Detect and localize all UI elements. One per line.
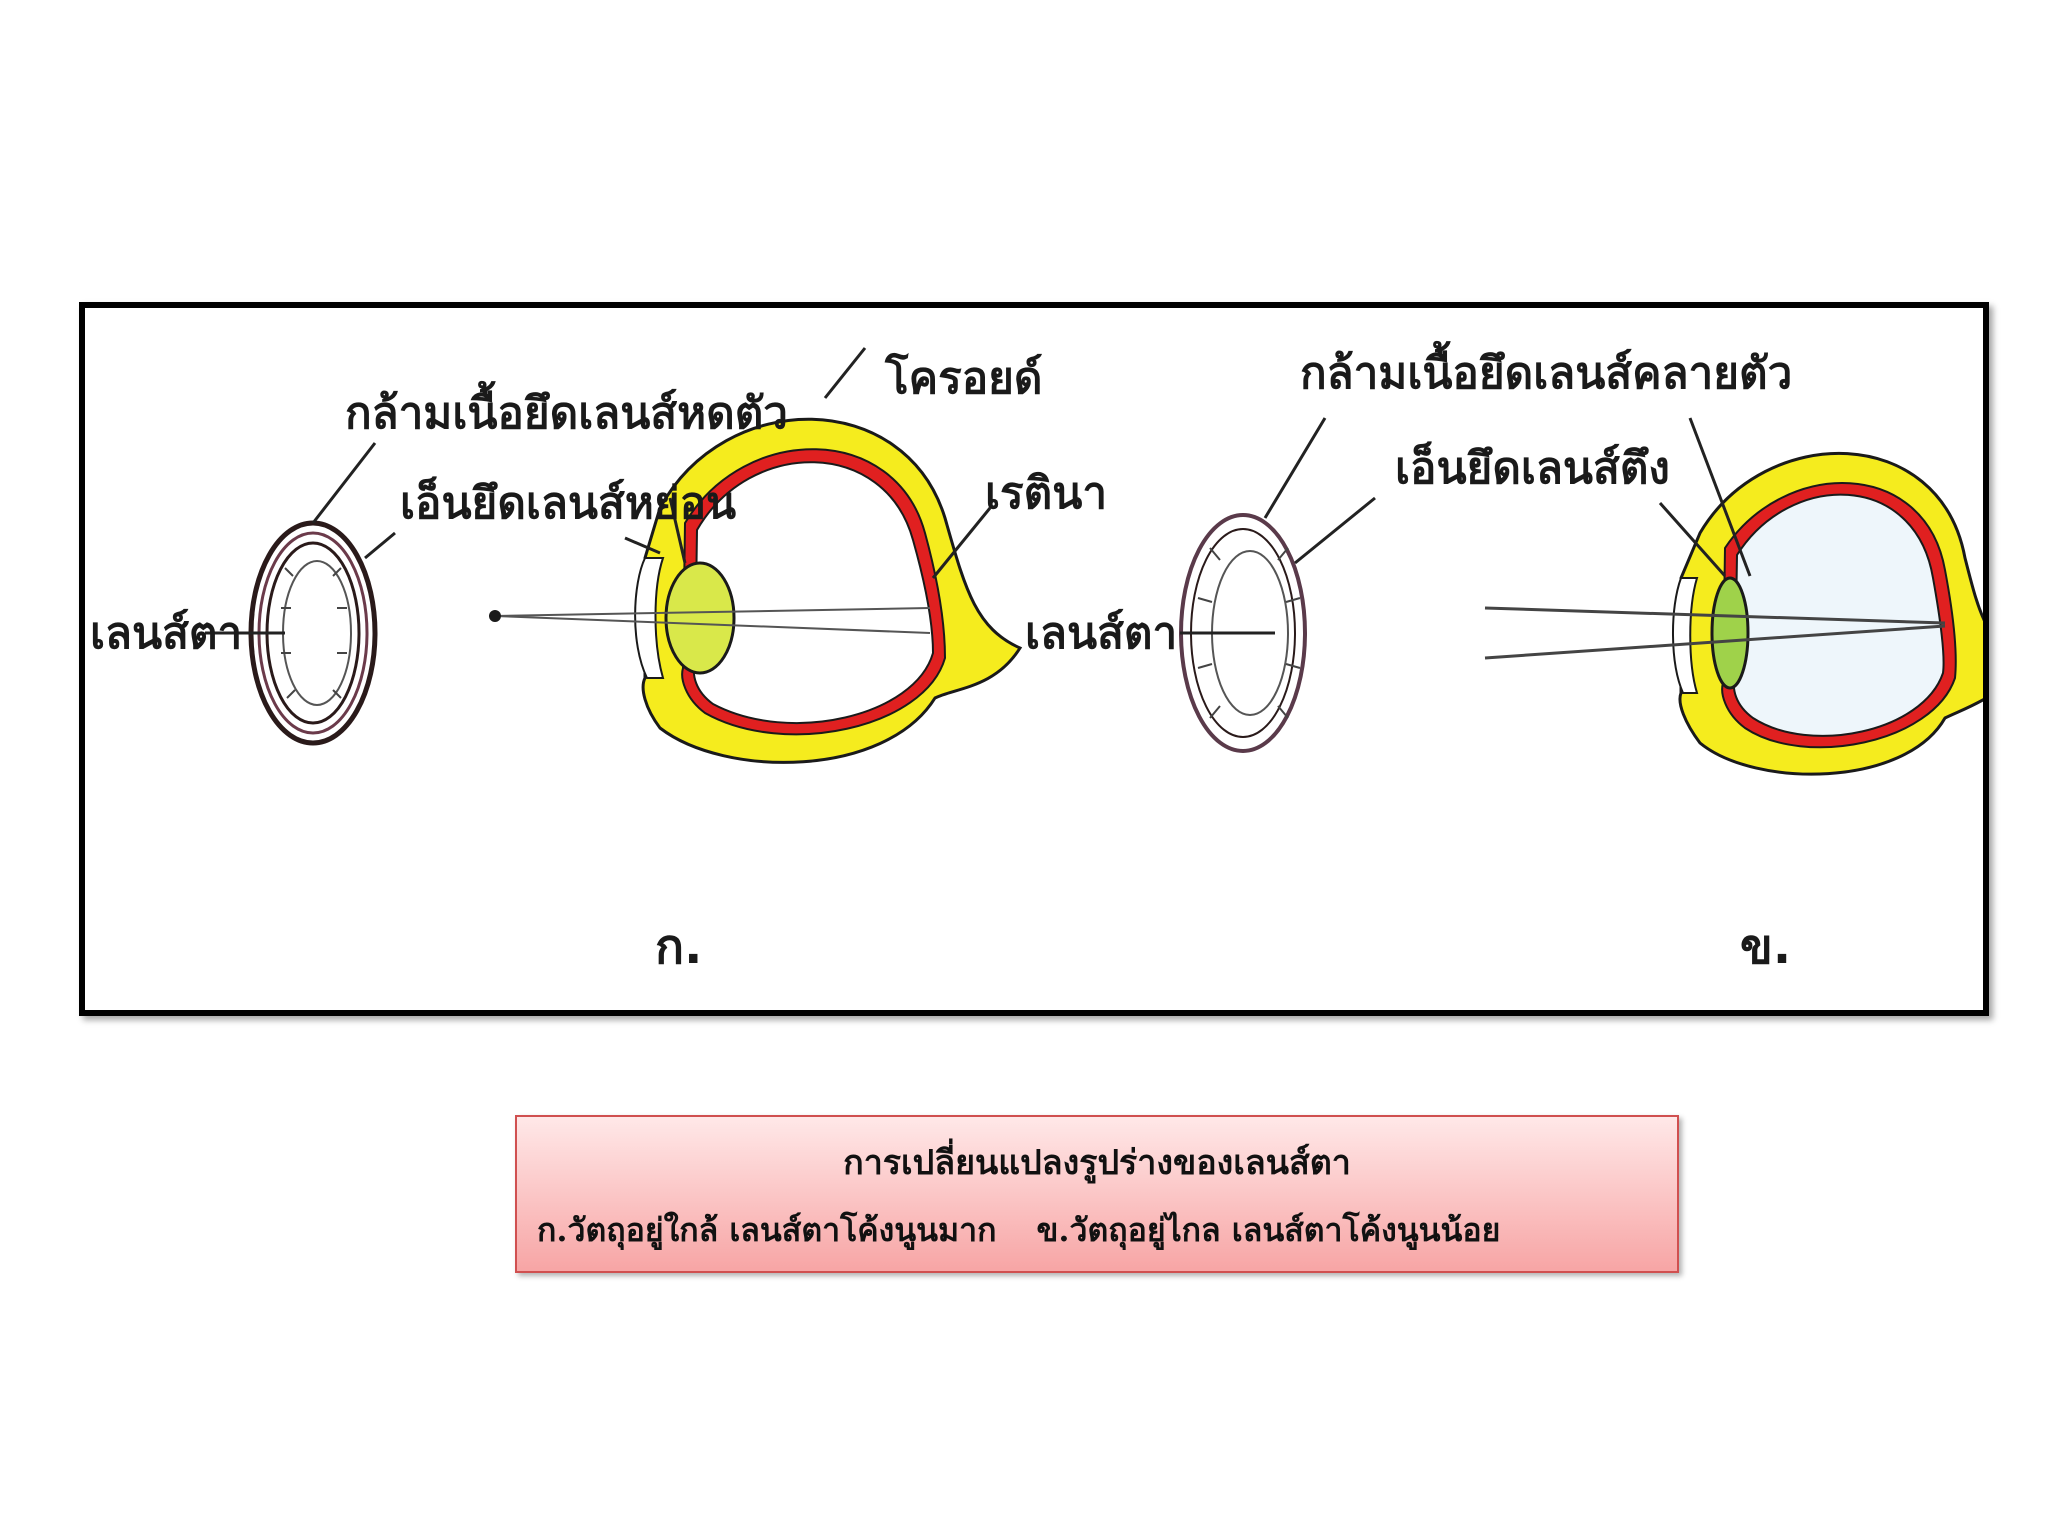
muscle-contract-label: กล้ามเนื้อยึดเลนส์หดตัว [345, 380, 788, 439]
lens-front-view-b [1179, 417, 1376, 753]
eye-side-view-a [489, 347, 1023, 764]
lens-front-view-a [205, 442, 396, 746]
muscle-relax-label: กล้ามเนื้อยึดเลนส์คลายตัว [1300, 340, 1792, 399]
caption-description: ก.วัตถุอยู่ใกล้ เลนส์ตาโค้งนูนมาก ข.วัตถุ… [537, 1205, 1657, 1256]
eye-lens-diagram: กล้ามเนื้อยึดเลนส์หดตัว เอ็นยึดเลนส์หย่อ… [90, 340, 1983, 975]
eye-side-view-b [1484, 417, 1983, 776]
lens-label-a: เลนส์ตา [90, 608, 242, 659]
lens-label-b: เลนส์ตา [1025, 608, 1177, 659]
panel-b-label: ข. [1740, 919, 1791, 975]
caption-title: การเปลี่ยนแปลงรูปร่างของเลนส์ตา [843, 1143, 1351, 1183]
caption-part-a: ก.วัตถุอยู่ใกล้ เลนส์ตาโค้งนูนมาก [537, 1211, 997, 1249]
caption-box: การเปลี่ยนแปลงรูปร่างของเลนส์ตา ก.วัตถุอ… [515, 1115, 1679, 1273]
panel-a-label: ก. [655, 919, 702, 975]
caption-part-b: ข.วัตถุอยู่ไกล เลนส์ตาโค้งนูนน้อย [1036, 1211, 1501, 1249]
ligament-taut-label: เอ็นยึดเลนส์ตึง [1395, 441, 1670, 494]
choroid-label: โครอยด์ [884, 351, 1042, 404]
retina-label: เรตินา [985, 468, 1107, 519]
diagram-frame: กล้ามเนื้อยึดเลนส์หดตัว เอ็นยึดเลนส์หย่อ… [79, 302, 1989, 1016]
ligament-slack-label: เอ็นยึดเลนส์หย่อน [400, 476, 736, 529]
